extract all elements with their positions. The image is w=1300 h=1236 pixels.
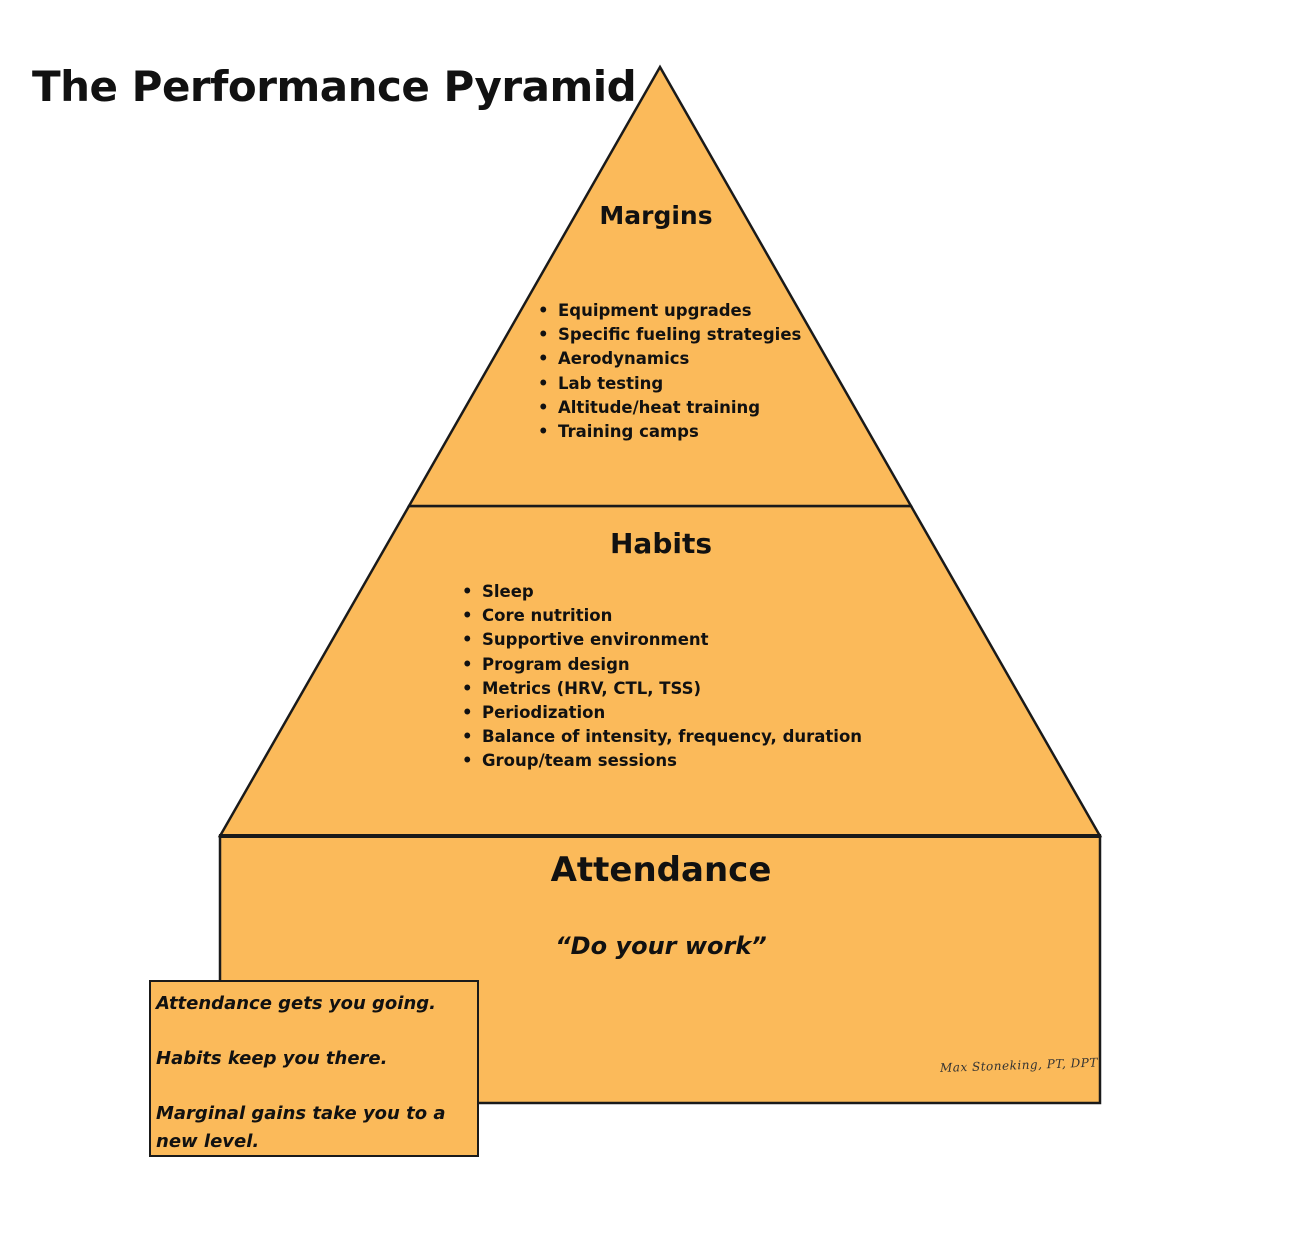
attendance-quote: “Do your work” <box>555 932 767 960</box>
habits-item: Core nutrition <box>462 604 862 628</box>
note-line-margins: Marginal gains take you to a <box>156 1103 446 1124</box>
page-title: The Performance Pyramid <box>32 62 637 111</box>
habits-item: Metrics (HRV, CTL, TSS) <box>462 677 862 701</box>
habits-list: Sleep Core nutrition Supportive environm… <box>462 580 862 774</box>
margins-item: Altitude/heat training <box>538 396 801 420</box>
margins-item: Training camps <box>538 420 801 444</box>
habits-item: Periodization <box>462 701 862 725</box>
habits-item: Balance of intensity, frequency, duratio… <box>462 725 862 749</box>
margins-item: Specific fueling strategies <box>538 323 801 347</box>
note-line-attendance: Attendance gets you going. <box>156 993 436 1014</box>
summary-note-text: Attendance gets you going. Habits keep y… <box>156 990 471 1155</box>
habits-heading: Habits <box>609 527 713 560</box>
margins-item: Equipment upgrades <box>538 299 801 323</box>
margins-item: Lab testing <box>538 372 801 396</box>
margins-heading: Margins <box>599 201 713 230</box>
habits-item: Sleep <box>462 580 862 604</box>
margins-item: Aerodynamics <box>538 347 801 371</box>
habits-item: Program design <box>462 653 862 677</box>
summary-note-box: Attendance gets you going. Habits keep y… <box>149 980 479 1157</box>
margins-list: Equipment upgrades Specific fueling stra… <box>538 299 801 444</box>
note-line-habits: Habits keep you there. <box>156 1048 388 1069</box>
habits-item: Supportive environment <box>462 628 862 652</box>
note-line-margins-continued: new level. <box>156 1130 260 1152</box>
habits-item: Group/team sessions <box>462 749 862 773</box>
attendance-heading: Attendance <box>550 850 772 890</box>
